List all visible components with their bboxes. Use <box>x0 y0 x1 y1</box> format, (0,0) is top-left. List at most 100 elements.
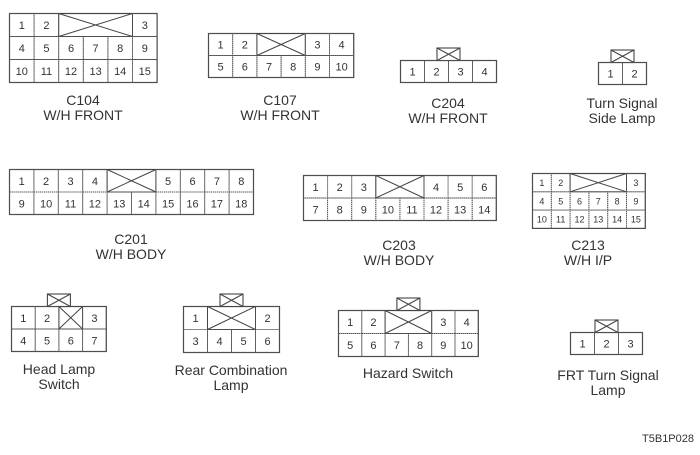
pin-number: 2 <box>631 69 637 81</box>
connector-title: C201 <box>114 231 148 247</box>
pin-number: 10 <box>537 215 547 225</box>
connector-subtitle: Switch <box>38 376 80 392</box>
pin-cell <box>58 36 84 60</box>
pin-cell <box>329 55 355 78</box>
pin-number: 1 <box>409 67 415 79</box>
connector-subtitle: Lamp <box>590 382 626 398</box>
pin-cell <box>106 191 132 215</box>
connector-title: Hazard Switch <box>362 365 454 381</box>
pin-number: 4 <box>539 196 544 206</box>
pin-cell <box>155 191 181 215</box>
pin-number: 1 <box>192 313 198 325</box>
connector-subtitle: W/H BODY <box>363 252 435 268</box>
pin-number: 14 <box>478 204 490 216</box>
pin-cell <box>131 191 157 215</box>
pin-number: 1 <box>312 182 318 194</box>
pin-cell <box>447 197 473 221</box>
pin-cell <box>375 197 401 221</box>
pin-number: 14 <box>612 215 622 225</box>
pin-cell <box>532 209 552 229</box>
pin-number: 11 <box>41 66 52 78</box>
pin-cell <box>399 197 425 221</box>
pin-number: 9 <box>142 43 148 55</box>
pin-cell <box>622 62 647 85</box>
pin-cell <box>179 191 206 215</box>
pin-cell <box>132 59 158 83</box>
latch-icon <box>594 319 619 334</box>
pin-cell <box>550 173 571 193</box>
pin-cell <box>626 191 646 211</box>
pin-cell <box>626 209 646 229</box>
pin-number: 4 <box>216 336 222 348</box>
pin-number: 8 <box>117 43 123 55</box>
pin-cell <box>82 306 107 330</box>
pin-number: 6 <box>577 196 582 206</box>
connector-title: C204 <box>431 95 465 111</box>
pin-cell <box>183 329 208 353</box>
pin-cell <box>550 209 571 229</box>
pin-number: 18 <box>235 198 247 210</box>
pin-cell <box>626 173 646 193</box>
pin-number: 17 <box>211 198 223 210</box>
pin-cell <box>232 55 258 78</box>
pin-number: 9 <box>440 340 446 352</box>
pin-cell <box>255 329 280 353</box>
pin-cell <box>304 55 330 78</box>
pin-number: 6 <box>189 176 195 188</box>
pin-number: 7 <box>394 340 400 352</box>
pin-cell <box>208 55 234 78</box>
pin-number: 10 <box>16 66 28 78</box>
pin-number: 1 <box>19 176 25 188</box>
pin-number: 4 <box>481 67 487 79</box>
pin-cell <box>471 197 497 221</box>
pin-number: 5 <box>457 182 463 194</box>
pin-number: 9 <box>361 204 367 216</box>
connector-title: Rear Combination <box>174 362 288 378</box>
pin-cell <box>57 191 84 215</box>
connector-title: Head Lamp <box>22 361 96 377</box>
pin-number: 4 <box>433 182 439 194</box>
pin-cell <box>82 191 108 215</box>
diagram-code: T5B1P028 <box>642 433 694 445</box>
pin-cell <box>231 329 256 353</box>
pin-number: 10 <box>461 340 473 352</box>
pin-number: 5 <box>165 176 171 188</box>
pin-cell <box>132 36 158 60</box>
pin-cell <box>228 191 254 215</box>
pin-number: 4 <box>19 43 25 55</box>
pin-cell <box>9 191 35 215</box>
connector-subtitle: W/H FRONT <box>43 107 123 123</box>
blocked-cavity <box>58 13 134 37</box>
pin-number: 9 <box>633 196 638 206</box>
pin-number: 14 <box>138 198 150 210</box>
pin-number: 6 <box>264 336 270 348</box>
pin-number: 13 <box>593 215 603 225</box>
pin-number: 10 <box>40 198 52 210</box>
pin-cell <box>82 59 109 83</box>
pin-cell <box>532 173 552 193</box>
pin-number: 2 <box>433 67 439 79</box>
pin-cell <box>607 191 627 211</box>
pin-number: 7 <box>596 196 601 206</box>
pin-number: 8 <box>417 340 423 352</box>
pin-cell <box>327 197 353 221</box>
pin-cell <box>33 191 59 215</box>
pin-number: 2 <box>370 317 376 329</box>
pin-cell <box>256 55 282 78</box>
pin-number: 3 <box>142 20 148 32</box>
pin-cell <box>207 329 232 353</box>
pin-number: 13 <box>454 204 466 216</box>
pin-number: 2 <box>337 182 343 194</box>
pin-cell <box>607 209 627 229</box>
pin-number: 7 <box>312 204 318 216</box>
